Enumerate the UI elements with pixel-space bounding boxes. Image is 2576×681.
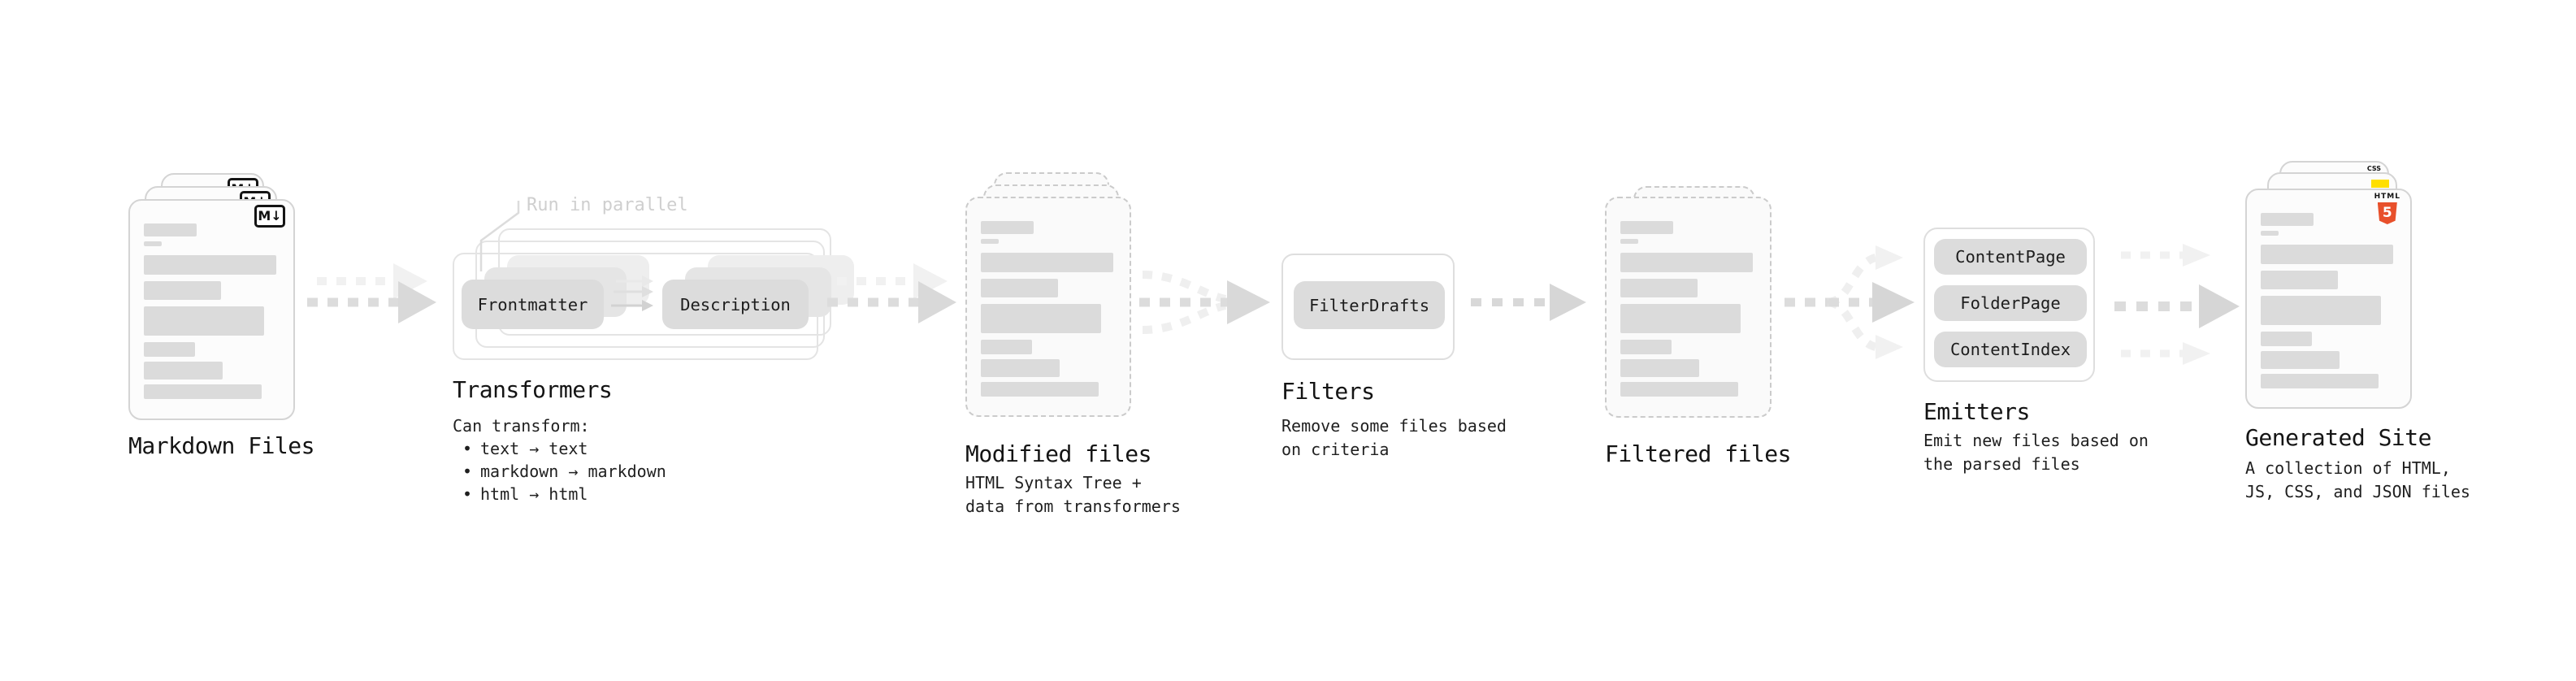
text-line (144, 281, 221, 300)
transform-type-item: html → html (453, 483, 666, 505)
text-line (981, 304, 1101, 333)
text-line (2261, 374, 2379, 388)
text-line (1620, 382, 1738, 397)
filterdrafts-pill: FilterDrafts (1294, 281, 1445, 329)
text-line (144, 362, 223, 380)
document-text-placeholder (144, 223, 276, 399)
text-line (144, 384, 262, 399)
pill-to-pill-arrows (611, 275, 653, 311)
document-text-placeholder (1620, 221, 1753, 397)
arrow-filters-to-filtered (1471, 284, 1586, 321)
text-line (1620, 253, 1753, 272)
contentindex-pill: ContentIndex (1934, 332, 2087, 367)
markdown-files-label: Markdown Files (128, 432, 315, 459)
modified-file-card-front (965, 197, 1131, 417)
modified-files-label: Modified files (965, 440, 1152, 467)
js-icon (2371, 180, 2389, 188)
annotation-leader-line (479, 201, 520, 271)
filtered-files-label: Filtered files (1605, 440, 1792, 467)
generated-file-card-html: HTML 5 (2245, 189, 2412, 409)
run-in-parallel-annotation: Run in parallel (527, 195, 688, 215)
text-line (144, 223, 197, 236)
html5-icon: HTML 5 (2374, 193, 2400, 224)
arrow-transformers-to-modified (827, 263, 956, 323)
text-line (1620, 279, 1698, 297)
text-line (1620, 221, 1673, 234)
folderpage-pill: FolderPage (1934, 285, 2087, 321)
arrow-modified-to-filters (1139, 271, 1270, 334)
markdown-icon: M↓ (254, 205, 285, 228)
html5-icon-number: 5 (2382, 205, 2392, 221)
arrow-markdown-to-transformers (307, 263, 436, 323)
text-line (2261, 351, 2340, 369)
html5-icon-wordmark: HTML (2374, 193, 2400, 201)
arrow-filtered-to-emitters (1785, 245, 1915, 359)
text-line (1620, 304, 1741, 333)
markdown-file-card-front: M↓ (128, 199, 295, 420)
text-line (1620, 359, 1699, 377)
transformers-label: Transformers (453, 376, 613, 403)
text-line (981, 279, 1058, 297)
transform-types-list: text → text markdown → markdown html → h… (453, 437, 666, 505)
generated-site-label: Generated Site (2245, 424, 2432, 451)
text-line (981, 359, 1060, 377)
transform-type-item: text → text (453, 437, 666, 460)
filtered-file-card-front (1605, 197, 1772, 418)
transformers-description-intro: Can transform: (453, 416, 590, 436)
text-line (144, 255, 276, 275)
frontmatter-pill: Frontmatter (462, 280, 604, 329)
description-pill: Description (662, 280, 809, 329)
text-line (981, 382, 1099, 397)
text-line (981, 221, 1034, 234)
text-line (1620, 239, 1638, 244)
document-text-placeholder (2261, 213, 2393, 388)
emitters-label: Emitters (1923, 398, 2030, 425)
text-line (144, 342, 195, 357)
arrow-emitters-to-generated (2114, 244, 2240, 365)
document-text-placeholder (981, 221, 1113, 397)
filters-label: Filters (1281, 378, 1375, 405)
text-line (144, 241, 162, 246)
text-line (981, 340, 1032, 354)
text-line (2261, 296, 2381, 325)
text-line (2261, 332, 2312, 346)
contentpage-pill: ContentPage (1934, 239, 2087, 275)
text-line (981, 239, 999, 244)
html5-icon-shield: 5 (2377, 202, 2397, 224)
modified-files-description: HTML Syntax Tree + data from transformer… (965, 473, 1181, 516)
text-line (2261, 213, 2314, 226)
text-line (2261, 271, 2338, 289)
transform-type-item: markdown → markdown (453, 460, 666, 483)
generated-site-description: A collection of HTML, JS, CSS, and JSON … (2245, 458, 2470, 501)
text-line (2261, 245, 2393, 264)
transformers-description: Can transform: text → text markdown → ma… (453, 414, 666, 505)
filters-description: Remove some files based on criteria (1281, 416, 1507, 459)
text-line (144, 306, 264, 336)
text-line (1620, 340, 1672, 354)
emitters-description: Emit new files based on the parsed files (1923, 431, 2149, 474)
text-line (981, 253, 1113, 272)
css-icon-text: CSS (2366, 165, 2381, 172)
text-line (2261, 231, 2279, 236)
